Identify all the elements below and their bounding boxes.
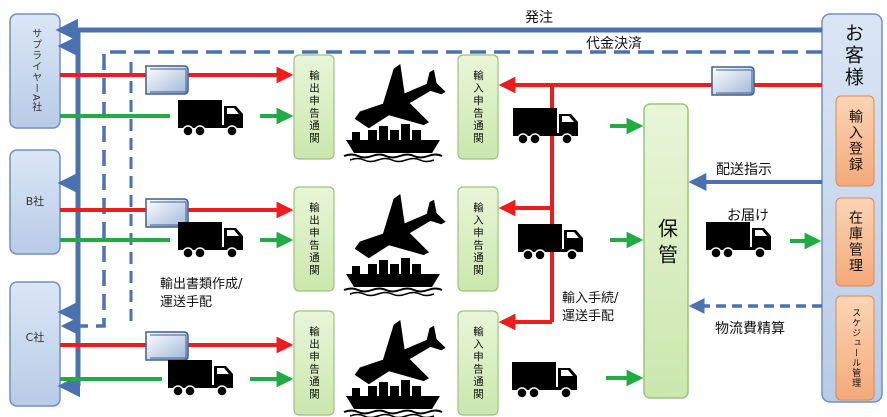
export-customs-label: 輸出申告通関: [308, 201, 321, 277]
supplier-b-panel: [9, 149, 61, 255]
document-icon: [145, 331, 189, 361]
supplier-b-label: B社: [25, 194, 45, 208]
import-registration-box: [835, 95, 875, 187]
truck-icon: [177, 99, 244, 137]
inventory-management-box: [835, 197, 875, 287]
inventory-management-label: 在庫管理: [847, 210, 864, 274]
truck-icon: [705, 221, 772, 259]
payment-label: 代金決済: [586, 36, 642, 52]
truck-icon: [511, 361, 578, 399]
truck-icon: [167, 359, 234, 397]
supplier-a-label: サプライヤーA社: [29, 27, 41, 113]
import-customs-box-3: [457, 310, 499, 416]
import-customs-label: 輸入申告通関: [472, 325, 485, 401]
logistics-settlement-label: 物流費精算: [715, 321, 785, 337]
payment-arrow: [60, 50, 822, 334]
export-customs-box-1: [293, 54, 335, 160]
customer-title: お客様: [841, 23, 864, 89]
ship-icon: [343, 123, 443, 163]
export-customs-box-3: [293, 310, 335, 416]
import-procedure-label: 輸入手続/運送手配: [562, 291, 619, 324]
delivery-instruction-label: 配送指示: [716, 162, 772, 178]
order-label: 発注: [525, 10, 553, 26]
export-customs-label: 輸出申告通関: [308, 69, 321, 145]
export-customs-box-2: [293, 186, 335, 292]
document-icon: [145, 65, 189, 95]
warehouse-box: [643, 103, 689, 399]
supplier-a-panel: [9, 13, 61, 129]
export-customs-label: 輸出申告通関: [308, 325, 321, 401]
document-icon: [711, 66, 755, 96]
import-customs-label: 輸入申告通関: [472, 201, 485, 277]
schedule-management-box: [835, 295, 875, 401]
truck-icon: [177, 221, 244, 259]
ship-icon: [343, 379, 443, 417]
supplier-c-label: C社: [25, 330, 45, 344]
import-customs-label: 輸入申告通関: [472, 69, 485, 145]
warehouse-label: 保管: [654, 218, 679, 270]
import-customs-box-1: [457, 54, 499, 160]
ship-icon: [343, 257, 443, 297]
delivery-label: お届け: [727, 208, 769, 224]
export-docs-label: 輸出書類作成/運送手配: [160, 277, 243, 310]
import-customs-box-2: [457, 186, 499, 292]
truck-icon: [512, 107, 579, 145]
schedule-management-label: スケジュール管理: [850, 308, 861, 388]
import-registration-label: 輸入登録: [847, 109, 864, 173]
